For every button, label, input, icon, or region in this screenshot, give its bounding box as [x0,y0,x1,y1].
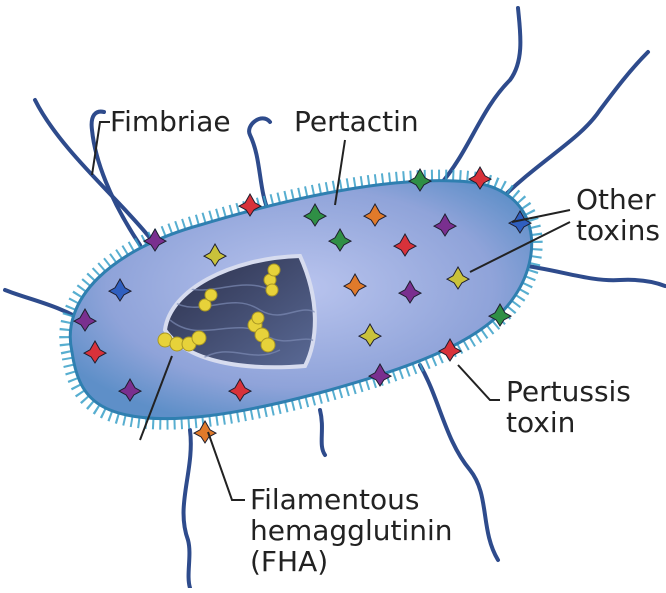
cell-body [70,181,531,419]
label-pertussis-toxin-line2: toxin [506,407,631,438]
label-fha-line3: (FHA) [250,546,453,577]
flagellum [320,410,325,455]
flagellum [184,430,191,588]
label-pertussis-toxin: Pertussis toxin [506,376,631,438]
flagellum [440,8,520,185]
pertussis-toxin-leader [458,365,500,400]
label-fimbriae: Fimbriae [110,106,231,137]
fha-leader [208,432,245,500]
flagellum [500,52,648,200]
label-fha: Filamentous hemagglutinin (FHA) [250,484,453,577]
flagellum [520,265,665,286]
protein-blob [194,421,216,443]
label-fha-line2: hemagglutinin [250,515,453,546]
label-fha-line1: Filamentous [250,484,453,515]
label-pertactin: Pertactin [294,106,419,137]
label-other-toxins: Other toxins [576,184,660,246]
label-other-toxins-line2: toxins [576,215,660,246]
label-other-toxins-line1: Other [576,184,660,215]
label-pertussis-toxin-line1: Pertussis [506,376,631,407]
